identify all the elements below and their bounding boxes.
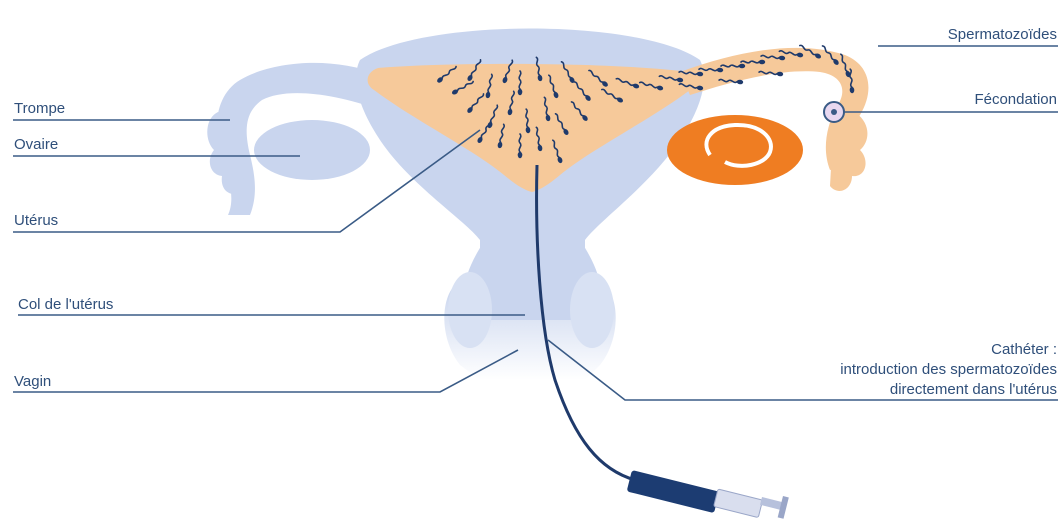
syringe bbox=[627, 470, 789, 519]
label-ovaire: Ovaire bbox=[14, 136, 58, 154]
vagina-fold-left bbox=[448, 272, 492, 348]
label-spermatozoides: Spermatozoïdes bbox=[948, 26, 1057, 44]
label-catheter-line3: directement dans l'utérus bbox=[890, 381, 1057, 399]
vagina-fold-right bbox=[570, 272, 614, 348]
label-col: Col de l'utérus bbox=[18, 296, 113, 314]
egg-nucleus bbox=[831, 109, 837, 115]
label-uterus: Utérus bbox=[14, 212, 58, 230]
label-vagin: Vagin bbox=[14, 373, 51, 391]
leader-vagin bbox=[13, 350, 518, 392]
label-catheter-line1: Cathéter : bbox=[991, 341, 1057, 359]
left-ovary bbox=[254, 120, 370, 180]
label-catheter-line2: introduction des spermatozoïdes bbox=[840, 361, 1057, 379]
label-trompe: Trompe bbox=[14, 100, 65, 118]
label-fecondation: Fécondation bbox=[974, 91, 1057, 109]
